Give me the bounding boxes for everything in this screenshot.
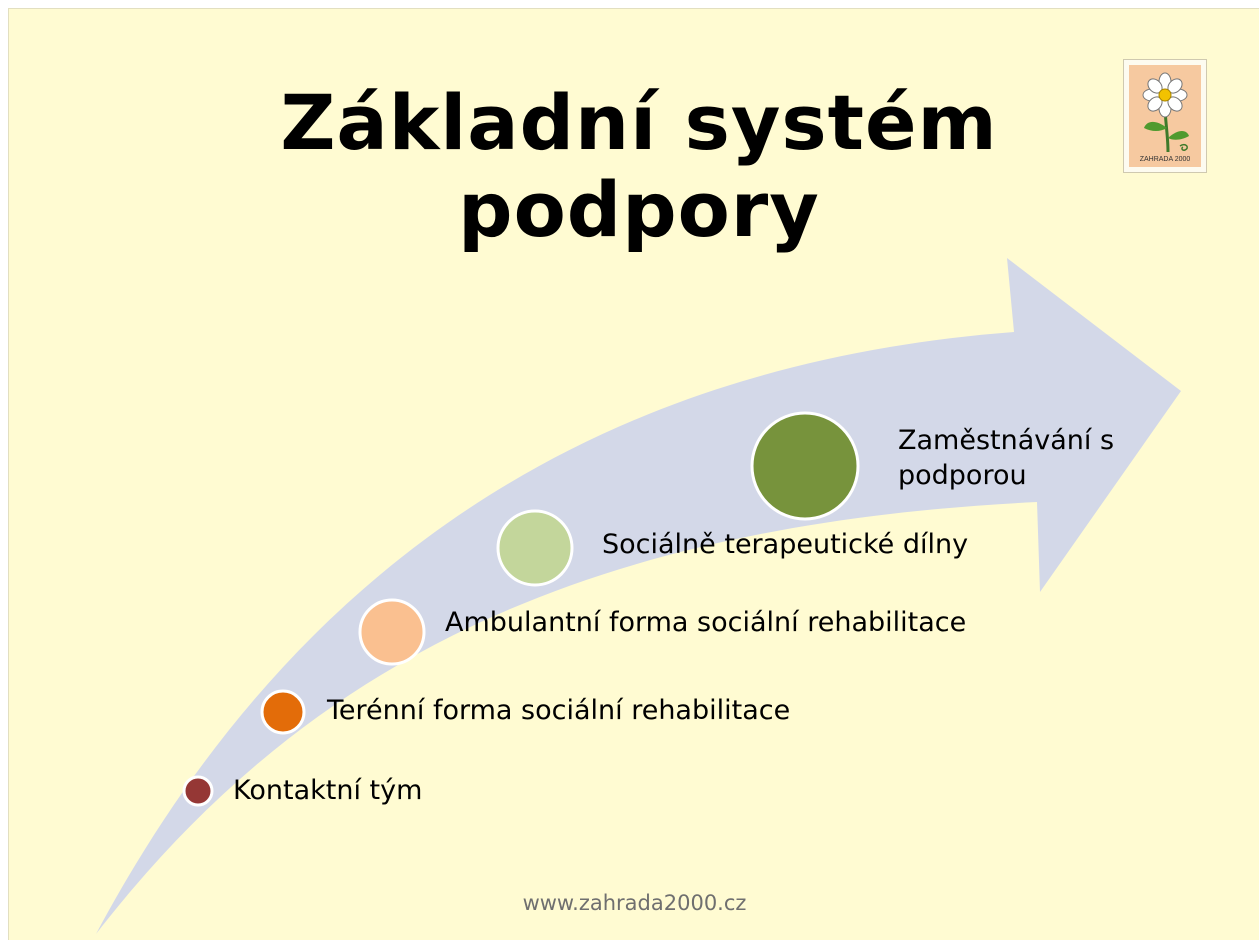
- step-label-therapeutic-workshops: Sociálně terapeutické dílny: [602, 529, 969, 560]
- daisy-flower-icon: [1142, 72, 1189, 153]
- step-marker-5: [750, 411, 860, 521]
- step-marker-4: [496, 509, 574, 587]
- footer-url: www.zahrada2000.cz: [522, 891, 747, 915]
- step-label-contact-team: Kontaktní tým: [233, 775, 423, 806]
- zahrada-logo: ZAHRADA 2000: [1124, 60, 1206, 172]
- step-marker-2: [260, 689, 306, 735]
- step-marker-1: [182, 775, 214, 807]
- growth-arrow: [96, 258, 1181, 934]
- step-marker-3: [358, 598, 426, 666]
- arrow-shape: [96, 258, 1181, 934]
- logo-text: ZAHRADA 2000: [1140, 156, 1191, 163]
- step-label-field-rehabilitation: Terénní forma sociální rehabilitace: [327, 695, 791, 726]
- step-label-supported-employment: Zaměstnávání s podporou: [898, 425, 1115, 492]
- slide-title: Základní systém podpory: [280, 78, 998, 255]
- slide: Základní systém podpory ZAHRADA 2000: [8, 8, 1259, 940]
- step-label-outpatient-rehabilitation: Ambulantní forma sociální rehabilitace: [445, 607, 967, 638]
